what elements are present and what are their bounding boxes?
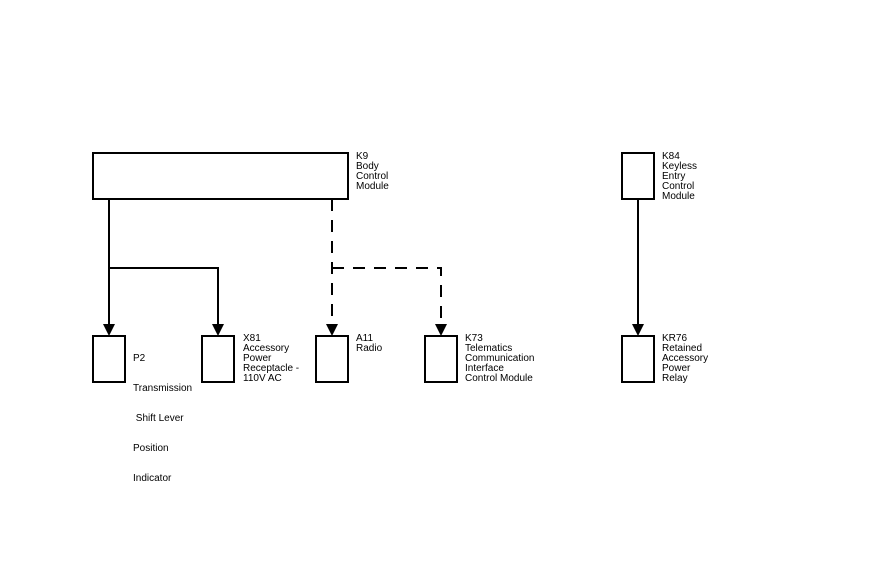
x81-label: X81 Accessory Power Receptacle - 110V AC: [243, 334, 299, 384]
kr76-accessory-power-relay-box: [621, 335, 655, 383]
x81-label-line: Accessory: [243, 343, 290, 354]
k73-label-line: K73: [465, 333, 483, 344]
k84-keyless-entry-module-box: [621, 152, 655, 200]
k73-label: K73 Telematics Communication Interface C…: [465, 334, 534, 384]
p2-arrowhead: [103, 324, 115, 336]
x81-label-line: Power: [243, 353, 272, 364]
k9-label-line: Module: [356, 181, 389, 192]
x81-arrowhead: [212, 324, 224, 336]
p2-label: P2 Transmission Shift Lever Position Ind…: [133, 334, 192, 494]
k73-arrowhead: [435, 324, 447, 336]
p2-label-line: Shift Lever: [133, 413, 184, 424]
kr76-label: KR76 Retained Accessory Power Relay: [662, 334, 708, 384]
p2-label-line: P2: [133, 353, 146, 364]
k9-to-k73-dashed-wire: [332, 267, 442, 326]
kr76-label-line: Accessory: [662, 353, 709, 364]
kr76-arrowhead: [632, 324, 644, 336]
x81-label-line: Receptacle -: [243, 363, 300, 374]
a11-label-line: Radio: [356, 343, 383, 354]
kr76-label-line: Power: [662, 363, 691, 374]
a11-radio-box: [315, 335, 349, 383]
k9-label-line: Control: [356, 171, 389, 182]
p2-shift-lever-indicator-box: [92, 335, 126, 383]
k9-label-line: Body: [356, 161, 379, 172]
x81-label-line: 110V AC: [243, 373, 282, 384]
k84-label: K84 Keyless Entry Control Module: [662, 152, 697, 202]
kr76-label-line: Retained: [662, 343, 703, 354]
k9-to-x81-wire: [109, 267, 219, 326]
k84-label-line: Control: [662, 181, 695, 192]
x81-power-receptacle-box: [201, 335, 235, 383]
a11-arrowhead: [326, 324, 338, 336]
kr76-label-line: KR76: [662, 333, 688, 344]
kr76-label-line: Relay: [662, 373, 688, 384]
k84-label-line: Module: [662, 191, 695, 202]
p2-label-line: Indicator: [133, 473, 172, 484]
k9-label-line: K9: [356, 151, 369, 162]
k9-body-control-module-box: [92, 152, 349, 200]
k73-label-line: Telematics: [465, 343, 513, 354]
k73-label-line: Interface: [465, 363, 504, 374]
a11-label: A11 Radio: [356, 334, 382, 354]
k9-label: K9 Body Control Module: [356, 152, 389, 192]
k73-label-line: Control Module: [465, 373, 533, 384]
a11-label-line: A11: [356, 333, 374, 344]
x81-label-line: X81: [243, 333, 261, 344]
p2-label-line: Position: [133, 443, 169, 454]
k84-label-line: Keyless: [662, 161, 698, 172]
k73-telematics-module-box: [424, 335, 458, 383]
k84-label-line: K84: [662, 151, 680, 162]
k73-label-line: Communication: [465, 353, 535, 364]
p2-label-line: Transmission: [133, 383, 193, 394]
k84-label-line: Entry: [662, 171, 686, 182]
